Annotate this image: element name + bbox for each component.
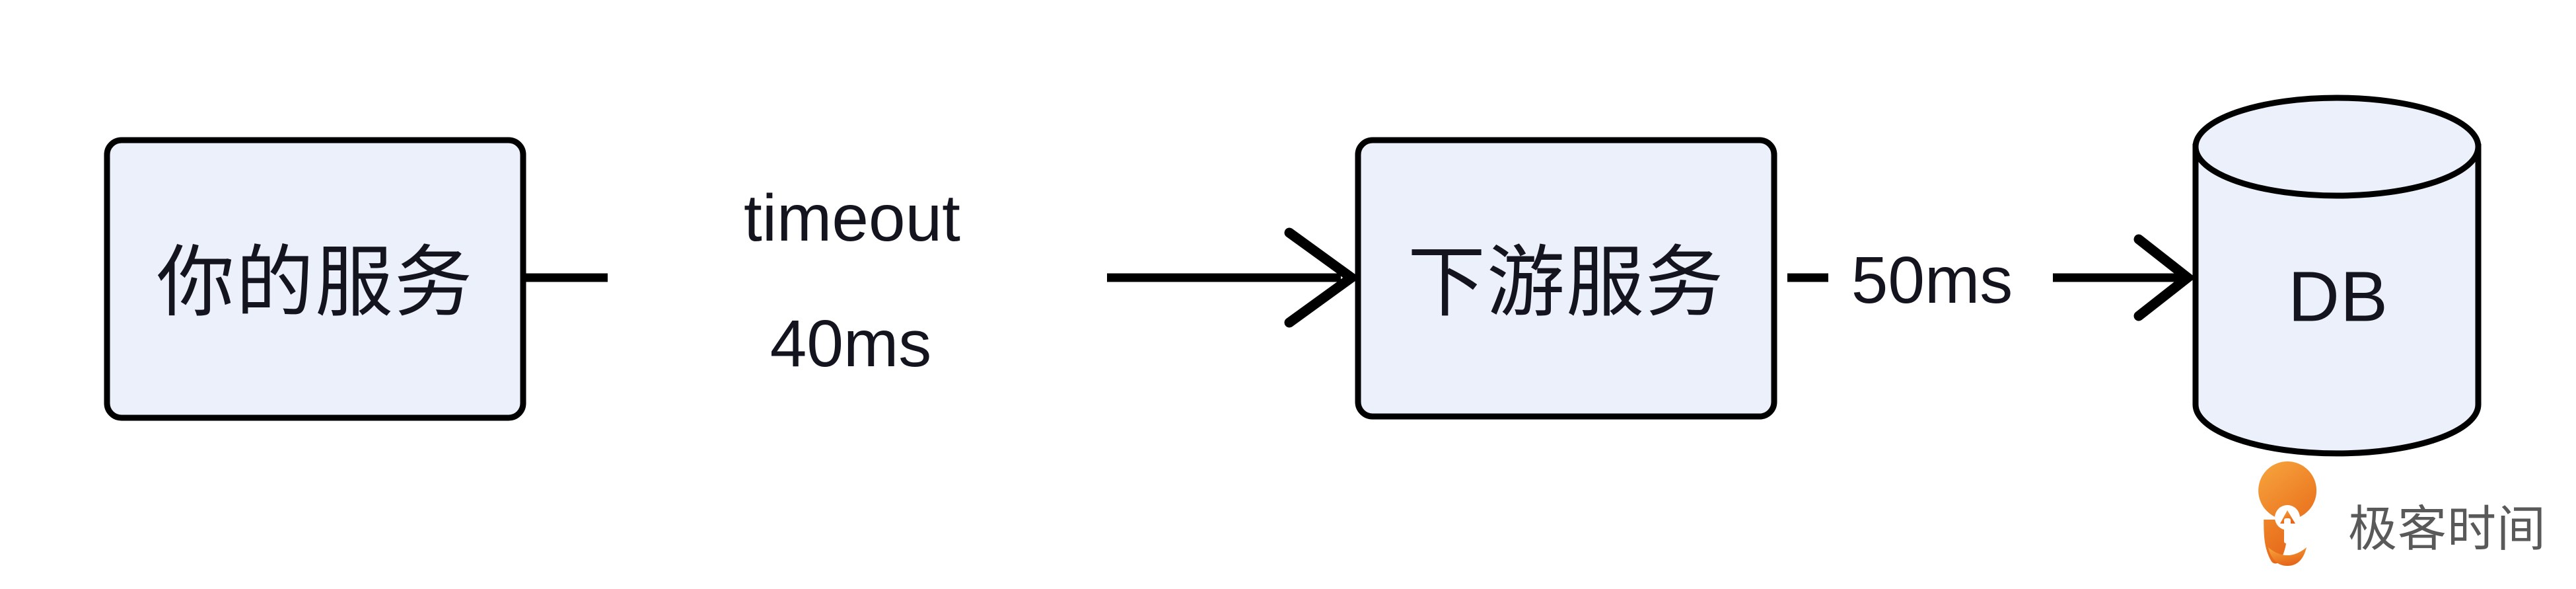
edge-timeout-arrowhead [1284, 227, 1360, 328]
watermark-brand-text: 极客时间 [2348, 502, 2546, 557]
edge-timeout-label-line1: timeout [744, 181, 960, 255]
node-downstream-service-label: 下游服务 [1408, 239, 1725, 327]
node-db[interactable]: DB [2192, 95, 2482, 457]
edge-latency-label: 50ms [1851, 243, 2013, 317]
node-your-service[interactable]: 你的服务 [104, 137, 526, 421]
node-db-label: DB [2288, 256, 2388, 336]
watermark: 极客时间 [2258, 461, 2546, 566]
edge-latency-arrowhead [2133, 234, 2196, 321]
node-db-body [2192, 143, 2482, 457]
node-your-service-shape [104, 137, 526, 421]
node-downstream-service-shape [1355, 137, 1777, 420]
edge-latency: 50ms [1787, 234, 2196, 321]
geektime-pin-icon [2258, 461, 2317, 566]
edge-timeout: timeout 40ms [525, 181, 1360, 381]
edge-timeout-label-line2: 40ms [770, 307, 932, 381]
node-db-top [2192, 95, 2482, 199]
node-your-service-label: 你的服务 [157, 239, 474, 327]
node-downstream-service[interactable]: 下游服务 [1355, 137, 1777, 420]
